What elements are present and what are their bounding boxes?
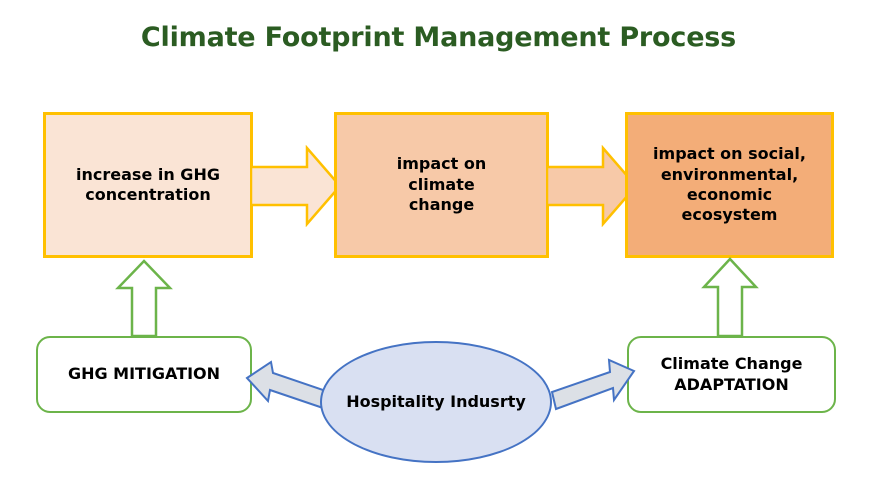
actor-line2: Indusrty xyxy=(450,392,526,412)
arrow-up-icon xyxy=(701,257,759,338)
box3-line4: ecosystem xyxy=(681,205,778,225)
strategy-box-climate-change-adaptation[interactable]: Climate Change ADAPTATION xyxy=(627,336,836,413)
process-box-text: increase in GHG concentration xyxy=(76,165,220,206)
adaptation-line2: ADAPTATION xyxy=(674,374,789,394)
actor-to-mitigation-arrow xyxy=(244,356,332,416)
actor-to-adaptation-arrow xyxy=(543,352,637,414)
box1-line1: increase in GHG xyxy=(76,164,220,184)
process-box-impact-on-climate-change[interactable]: impact on climate change xyxy=(334,112,549,258)
box3-line2: environmental, xyxy=(660,164,799,184)
mitigation-line1: GHG xyxy=(67,364,108,384)
chain-arrow-right-2 xyxy=(545,144,638,228)
strategy-box-text: GHG MITIGATION xyxy=(68,364,220,385)
adaptation-line1: Climate Change xyxy=(660,353,803,373)
box1-line2: concentration xyxy=(85,185,211,204)
box3-line3: economic xyxy=(686,185,773,204)
box2-line2: climate xyxy=(408,174,475,194)
mitigation-line2: MITIGATION xyxy=(113,364,221,384)
chain-arrow-right-1-icon xyxy=(249,144,342,228)
chain-arrow-right-2-icon xyxy=(545,144,638,228)
box2-line3: change xyxy=(408,195,475,215)
adaptation-to-ecosystem-arrow xyxy=(700,256,760,338)
box3-line1: impact on social, xyxy=(653,144,806,164)
process-box-increase-in-ghg-concentration[interactable]: increase in GHG concentration xyxy=(43,112,253,258)
process-box-text: impact on social, environmental, economi… xyxy=(653,144,806,226)
chain-arrow-right-1 xyxy=(249,144,342,228)
strategy-box-ghg-mitigation[interactable]: GHG MITIGATION xyxy=(36,336,252,413)
arrow-up-icon xyxy=(115,259,173,338)
process-box-text: impact on climate change xyxy=(397,154,487,215)
mitigation-to-ghg-arrow xyxy=(114,258,174,338)
strategy-box-text: Climate Change ADAPTATION xyxy=(629,354,834,396)
actor-ellipse-hospitality-industry[interactable]: Hospitality Indusrty xyxy=(320,341,552,463)
box2-line1: impact on xyxy=(396,154,487,174)
page-title: Climate Footprint Management Process xyxy=(140,22,737,53)
arrow-left-icon xyxy=(245,360,331,411)
actor-line1: Hospitality xyxy=(346,392,445,412)
actor-ellipse-text: Hospitality Indusrty xyxy=(346,391,526,413)
process-box-impact-on-ecosystem[interactable]: impact on social, environmental, economi… xyxy=(625,112,834,258)
arrow-right-icon xyxy=(550,358,636,411)
